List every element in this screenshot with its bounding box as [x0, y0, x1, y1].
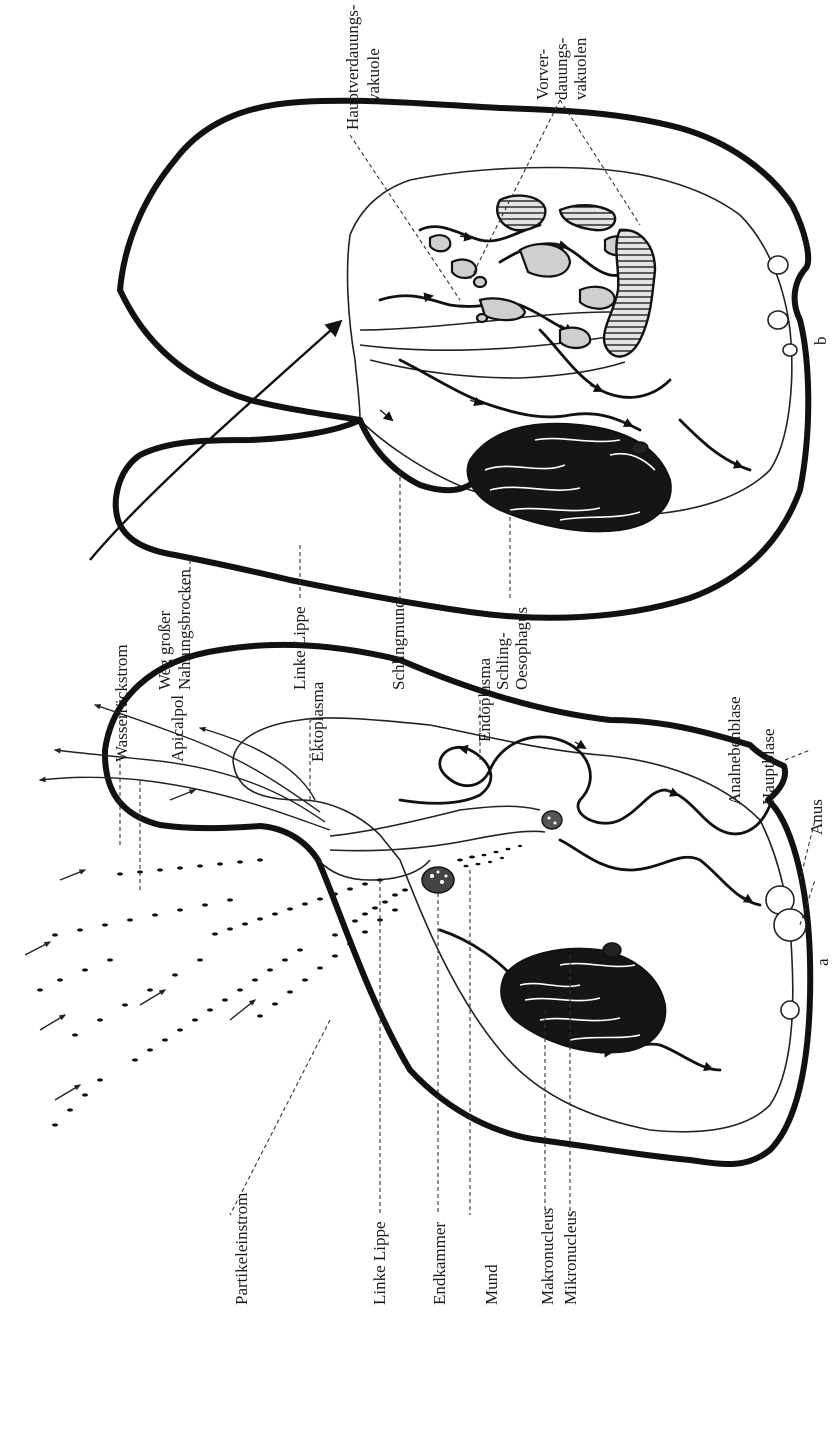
leader-lines-a [120, 700, 815, 1215]
figure-b-letter: b [811, 337, 830, 346]
small-vesicle-a [781, 1001, 799, 1019]
hauptverdauungsvakuole-2 [560, 205, 615, 230]
label-schling-oesophagus-line1: Schling- [493, 632, 512, 690]
predigest-vacuole-8 [474, 277, 486, 287]
label-apicalpol: Apicalpol [168, 695, 187, 762]
label-linke-lippe-b: Linke Lippe [290, 606, 309, 690]
label-endkammer: Endkammer [430, 1222, 449, 1305]
predigest-vacuole-1 [430, 235, 450, 251]
endkammer-chamber [422, 867, 454, 893]
food-vacuole-small-a [542, 811, 562, 829]
figure-a: Wasserrückstrom Apicalpol Ektoplasma End… [25, 644, 832, 1305]
label-vorverdauungsvakuolen-line1: Vorver- [533, 48, 552, 100]
apical-vesicle-b-1 [768, 256, 788, 274]
left-lip-b [360, 420, 480, 490]
label-makronucleus: Makronucleus [538, 1208, 557, 1305]
cyclosis-track-b-6 [680, 420, 750, 470]
label-wasserrueckstrom: Wasserrückstrom [112, 644, 131, 762]
makronucleus-a [501, 943, 665, 1052]
predigest-vacuole-4 [520, 244, 570, 277]
label-endoplasma: Endoplasma [475, 658, 494, 742]
label-hauptblase: Hauptblase [759, 729, 778, 805]
label-schlingmund: Schlingmund [389, 599, 408, 690]
label-anus: Anus [807, 799, 826, 835]
apical-vesicle-b-3 [783, 344, 797, 356]
makronucleus-b [468, 424, 671, 532]
gullet-upper-a [330, 806, 540, 836]
apical-vesicle-b-2 [768, 311, 788, 329]
label-vorverdauungsvakuolen-line2: dauungs- [552, 37, 571, 100]
label-hauptverdauungsvakuole-line1: Hauptverdauungs- [343, 4, 362, 130]
predigest-vacuole-2 [452, 260, 476, 278]
figure-a-letter: a [813, 958, 832, 966]
lip-notch-a [318, 860, 430, 880]
predigest-vacuole-7 [560, 328, 590, 348]
gullet-particles-a [457, 845, 522, 868]
label-weg-grosser-nahrungsbrocken-line2: Nahrungsbrocken [175, 569, 194, 690]
label-analnebenblase: Analnebenblase [725, 696, 744, 805]
hauptverdauungsvakuole-1 [497, 196, 545, 231]
vorverdauungsvakuolen-group [430, 235, 630, 348]
particle-arrows-a [25, 790, 255, 1100]
predigest-vacuole-9 [477, 314, 487, 322]
cyclosis-track-a [400, 737, 770, 834]
hauptblase-vesicle [774, 909, 806, 941]
cell-body-outline-b [116, 101, 808, 618]
cell-body-outline-a [105, 645, 810, 1164]
gullet-lower-a [330, 831, 545, 850]
figure-b: Hauptverdauungs- vakuole Vorver- dauungs… [90, 4, 830, 690]
label-linke-lippe-a: Linke Lippe [370, 1221, 389, 1305]
label-vorverdauungsvakuolen-line3: vakuolen [571, 37, 590, 100]
cyclosis-track-b-2 [400, 360, 640, 430]
label-partikeleinstrom: Partikeleinstrom [232, 1193, 251, 1305]
label-hauptverdauungsvakuole-line2: vakuole [364, 48, 383, 102]
label-schling-oesophagus-line2: Oesophagus [512, 607, 531, 690]
label-mund: Mund [482, 1264, 501, 1305]
label-mikronucleus: Mikronucleus [561, 1211, 580, 1305]
label-ektoplasma: Ektoplasma [308, 681, 327, 762]
cyclosis-track-a-2 [560, 840, 760, 905]
label-weg-grosser-nahrungsbrocken-line1: Weg großer [155, 610, 174, 690]
predigest-vacuole-5 [580, 287, 615, 309]
particle-stream-a [37, 858, 408, 1126]
